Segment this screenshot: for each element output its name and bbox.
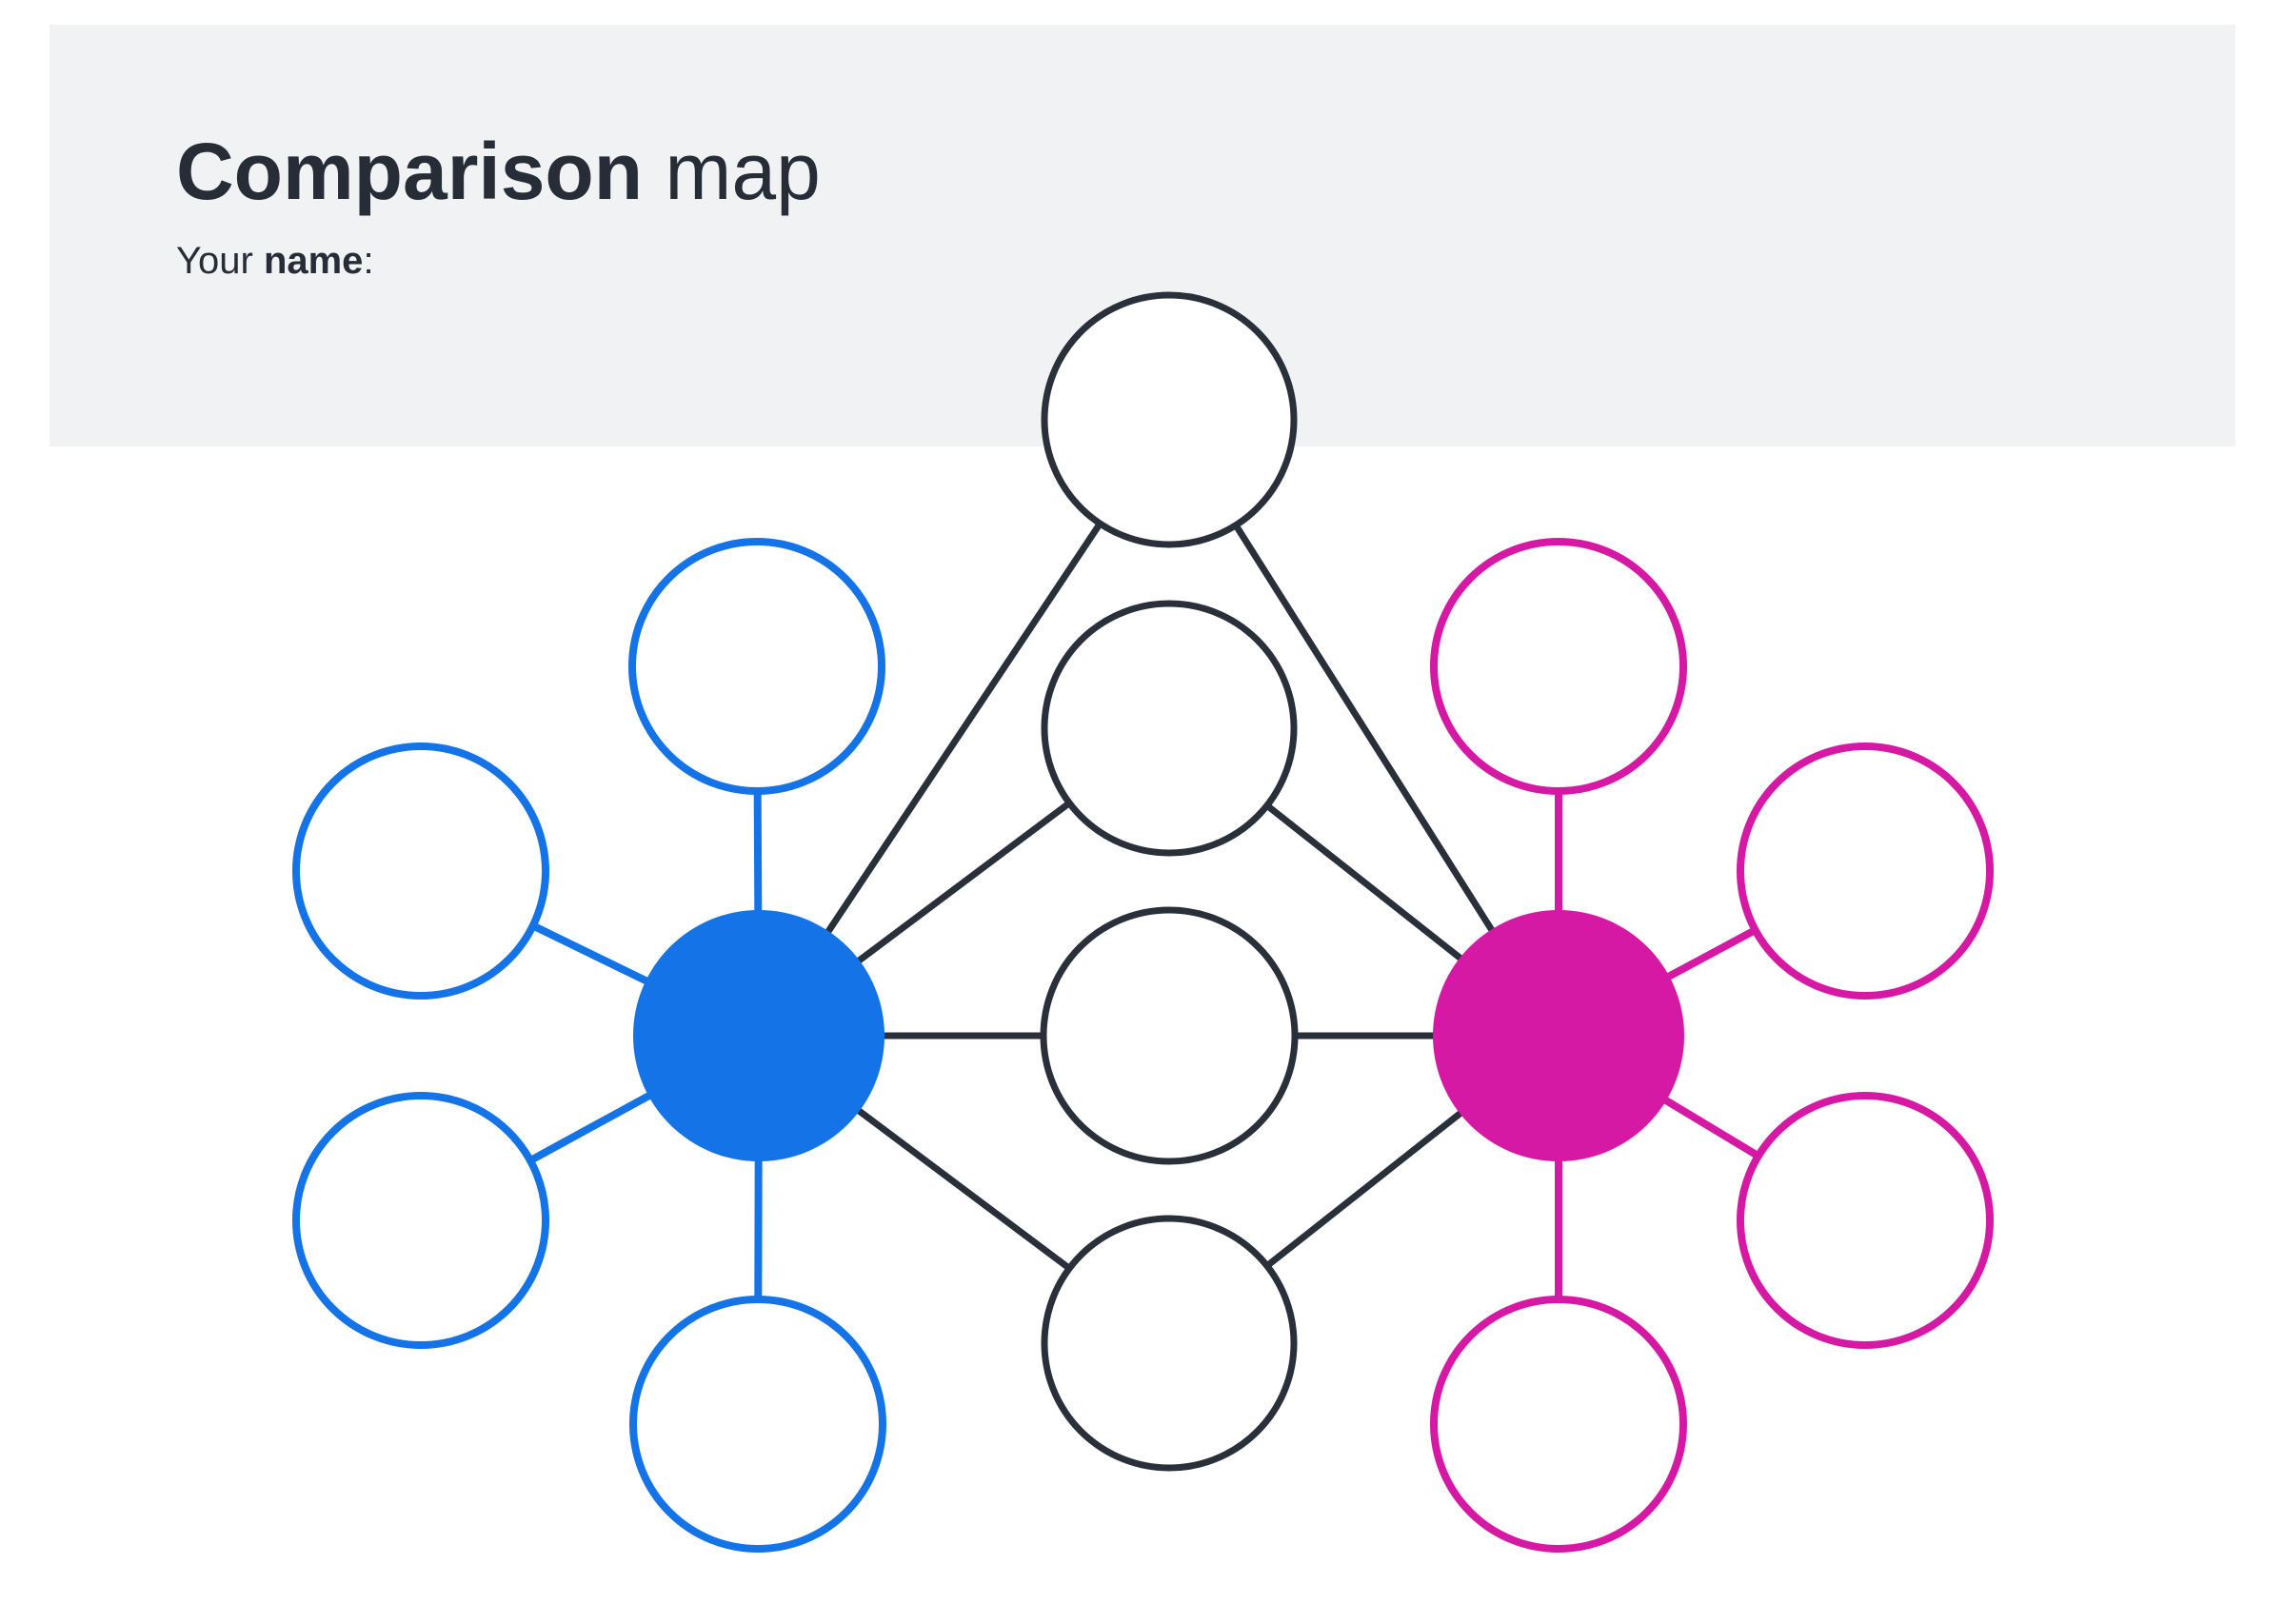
page-title-bold: Comparison	[176, 127, 644, 216]
shared-node-1	[1041, 291, 1298, 548]
shared-node-4	[1041, 1215, 1298, 1472]
shared-node-3	[1040, 906, 1299, 1165]
left-satellite-nodes	[292, 538, 886, 1553]
left-topic-hub	[633, 910, 884, 1161]
right-topic-hub	[1433, 910, 1684, 1161]
right-satellite-nodes	[1430, 538, 1994, 1553]
shared-node-2	[1041, 600, 1298, 857]
shared-connectors	[756, 418, 1561, 1346]
name-label-prefix: Your	[176, 240, 264, 282]
name-label-bold: name	[263, 240, 364, 282]
page-title: Comparison map	[176, 131, 2235, 211]
right-satellite-node-top	[1430, 538, 1687, 795]
right-satellite-node-lower-right	[1737, 1092, 1994, 1349]
left-satellite-node-bottom	[629, 1296, 886, 1553]
right-satellite-node-upper-right	[1737, 743, 1994, 1000]
left-satellite-node-top	[628, 538, 885, 795]
name-label: Your name:	[176, 238, 2235, 284]
shared-attribute-nodes	[1040, 291, 1299, 1472]
left-satellite-node-lower-left	[292, 1092, 549, 1349]
right-satellite-node-bottom	[1430, 1296, 1687, 1553]
left-satellite-node-upper-left	[292, 743, 549, 1000]
name-label-suffix: :	[363, 240, 374, 282]
page-title-regular: map	[643, 127, 821, 216]
